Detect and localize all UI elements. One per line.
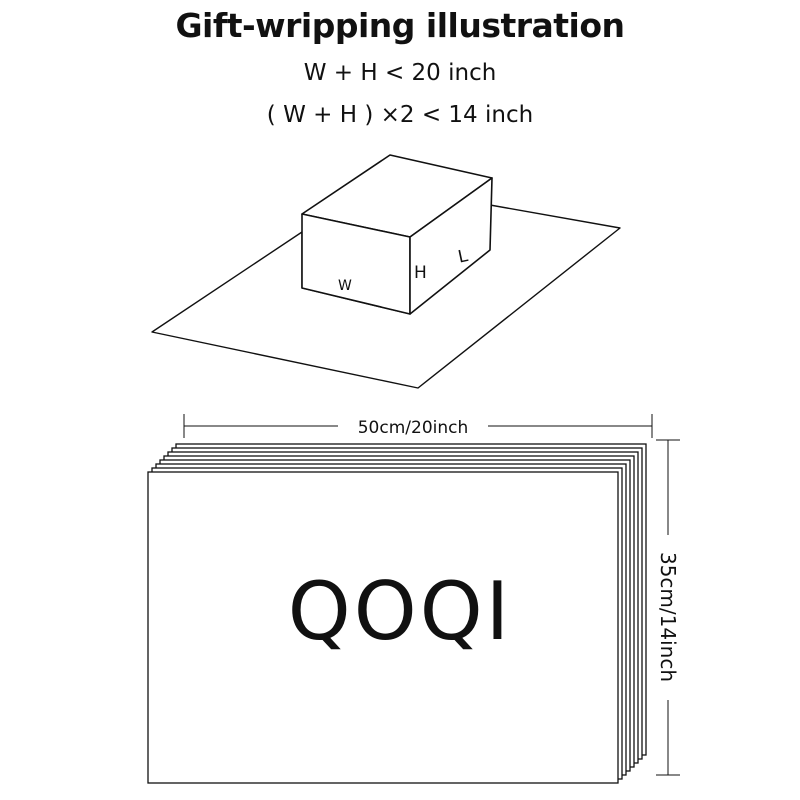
front-sheet	[147, 471, 619, 784]
width-label: 50cm/20inch	[358, 418, 469, 438]
height-dimension: 35cm/14inch	[656, 439, 680, 776]
formula-perimeter-limit: ( W + H ) ×2 < 14 inch	[266, 102, 534, 128]
box-label-h: H	[414, 263, 427, 283]
diagram-title: Gift-wripping illustration	[175, 6, 625, 45]
box-side-face	[409, 177, 493, 315]
height-label: 35cm/14inch	[656, 552, 680, 682]
gift-box: W H L	[301, 154, 493, 315]
width-dimension: 50cm/20inch	[183, 414, 653, 438]
formula-size-limit: W + H < 20 inch	[303, 60, 497, 86]
paper-stack	[147, 443, 647, 784]
brand-logo-text: QOQI	[288, 565, 513, 658]
box-label-w: W	[338, 278, 352, 294]
